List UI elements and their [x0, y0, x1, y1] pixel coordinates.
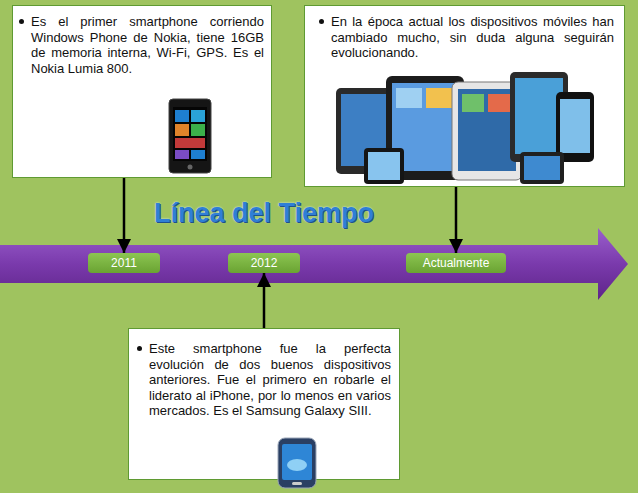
note-box: En la época actual los dispositivos móvi…	[304, 5, 625, 187]
phone-screen	[282, 444, 312, 480]
screen-icon	[426, 88, 452, 108]
phone-body	[364, 148, 404, 184]
screen-wave	[287, 459, 307, 471]
year-box: 2012	[228, 253, 300, 273]
year-box: Actualmente	[406, 253, 506, 273]
year-label: 2011	[105, 256, 143, 270]
phone-illustration	[168, 98, 212, 174]
screen-tile	[191, 150, 205, 159]
phone-screen	[173, 107, 207, 161]
phone-screen	[368, 152, 400, 180]
phone-body	[278, 438, 316, 488]
arrow-connector	[455, 187, 458, 253]
phone-screen	[560, 99, 590, 153]
note-text: Este smartphone fue la perfecta evolució…	[149, 341, 391, 419]
screen-icon	[488, 94, 510, 112]
screen-tile	[175, 150, 189, 159]
tablet-screen	[458, 89, 516, 171]
tablet-screen	[515, 78, 563, 154]
screen-tile	[175, 110, 189, 122]
phone-body	[169, 99, 211, 173]
phone-body	[520, 152, 564, 184]
note-text: En la época actual los dispositivos móvi…	[331, 14, 614, 61]
year-box: 2011	[88, 253, 160, 273]
phone-body	[556, 92, 594, 162]
phone-screen	[524, 156, 560, 180]
screen-tile	[175, 138, 205, 148]
diagram-title: Línea del Tiempo	[150, 198, 378, 229]
bullet-dot	[319, 19, 324, 24]
timeline-bar	[0, 228, 628, 300]
screen-tile	[175, 124, 189, 136]
note-text: Es el primer smartphone corriendo Window…	[31, 14, 264, 76]
bullet-dot	[137, 346, 142, 351]
arrow-connector	[123, 178, 126, 253]
screen-tile	[191, 124, 205, 136]
note-box: Este smartphone fue la perfecta evolució…	[128, 328, 400, 480]
phone-illustration	[277, 437, 317, 489]
screen-icon	[396, 88, 422, 108]
year-label: 2012	[245, 256, 284, 270]
screen-tile	[191, 110, 205, 122]
phone-button	[292, 482, 302, 485]
note-box: Es el primer smartphone corriendo Window…	[12, 5, 272, 178]
bullet-dot	[19, 19, 24, 24]
year-label: Actualmente	[417, 256, 496, 270]
phone-button	[188, 165, 193, 170]
devices-illustration	[334, 68, 597, 186]
screen-icon	[462, 94, 484, 112]
arrow-connector	[263, 273, 266, 328]
